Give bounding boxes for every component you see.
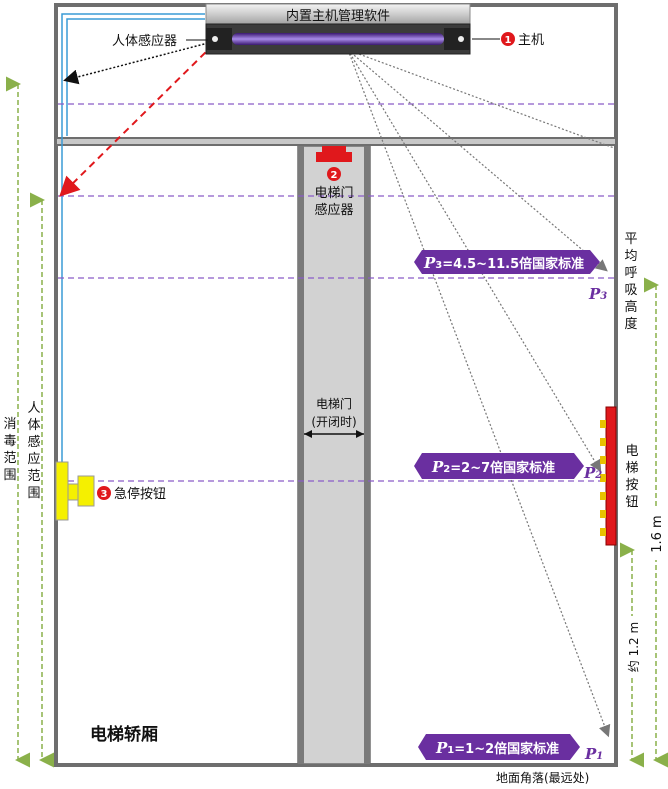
p3-marker-sub: 3	[600, 291, 607, 302]
p2-marker-sym: P	[583, 464, 596, 482]
host-endcap-left	[206, 28, 232, 50]
p3-badge-value: =4.5~11.5倍国家标准	[442, 256, 584, 272]
disinfect-range-label-bg	[2, 414, 17, 484]
host-num: 1	[505, 35, 512, 46]
door-sensor-label-2: 感应器	[314, 202, 353, 218]
door-sensor-num-badge	[327, 167, 341, 181]
elevator-buttons-char-2: 梯	[625, 461, 638, 476]
cable-line	[61, 13, 205, 462]
breathing-height-char-6: 度	[624, 316, 637, 332]
uv-lamp	[232, 33, 444, 45]
elevator-buttons-label: 电 梯 按 钮	[625, 444, 638, 510]
elevator-car-label: 电梯轿厢	[90, 724, 158, 745]
elevator-button-panel	[600, 406, 617, 546]
sensor-range-char-5: 范	[27, 469, 40, 484]
disinfect-range-char-1: 消	[3, 417, 16, 432]
cable-line-inner	[66, 18, 205, 136]
breathing-height-char-5: 高	[624, 299, 637, 315]
sensor-range-label-bg	[26, 398, 41, 502]
floor-corner-label: 地面角落(最远处)	[496, 771, 589, 785]
host-software-label: 内置主机管理软件	[286, 8, 390, 24]
door-sensor	[316, 146, 352, 162]
p2-badge-sub: 2	[443, 464, 450, 475]
estop-num-badge	[97, 486, 111, 500]
door-sensor-num: 2	[331, 170, 338, 181]
p3-marker: P3	[588, 285, 607, 303]
sensor-range-label: 人 体 感 应 范 围	[27, 401, 40, 501]
p3-marker-sym: P	[588, 285, 601, 303]
breathing-height-char-2: 均	[624, 249, 637, 264]
p2-badge: P2=2~7倍国家标准	[414, 453, 584, 479]
p1-marker: P1	[584, 745, 603, 763]
elevator-buttons-char-4: 钮	[625, 495, 638, 510]
p3-badge-text: P3=4.5~11.5倍国家标准	[423, 254, 584, 272]
p1-badge-sub: 1	[447, 745, 454, 756]
p2-badge-value: =2~7倍国家标准	[450, 460, 555, 476]
height-1-6m-label-bg	[649, 508, 663, 560]
elevator-buttons-char-1: 电	[625, 444, 638, 459]
disinfect-range-char-3: 范	[3, 451, 16, 466]
sensor-range-char-4: 应	[27, 451, 40, 467]
sensor-range-char-1: 人	[27, 401, 40, 416]
host-label: 主机	[518, 33, 544, 48]
ceiling-beam	[55, 137, 617, 146]
door-edge-left	[298, 146, 304, 764]
height-1-2m-label-bg	[626, 616, 640, 678]
body-sensor-label: 人体感应器	[112, 33, 177, 49]
height-1-6m-label: 1.6 m	[650, 515, 665, 552]
p1-badge: P1=1~2倍国家标准	[418, 734, 580, 760]
host-indicator-dot	[458, 36, 464, 42]
sensor-range-char-2: 体	[27, 418, 40, 433]
disinfect-range-char-2: 毒	[3, 434, 16, 449]
p2-marker: P2	[583, 464, 602, 482]
elevator-door	[297, 145, 371, 765]
host-device	[205, 3, 471, 55]
estop-label: 急停按钮	[114, 486, 166, 502]
emergency-stop-button	[55, 461, 95, 521]
breathing-height-char-4: 吸	[624, 283, 637, 298]
p2-badge-text: P2=2~7倍国家标准	[431, 458, 555, 476]
height-1-2m-label: 约 1.2 m	[626, 622, 641, 672]
disinfect-range-char-4: 围	[3, 468, 16, 483]
p2-badge-sym: P	[431, 458, 444, 476]
host-endcap-right	[444, 28, 470, 50]
host-num-badge	[501, 32, 515, 46]
p3-badge-sym: P	[423, 254, 436, 272]
p1-badge-value: =1~2倍国家标准	[454, 741, 559, 757]
disinfect-range-label: 消 毒 范 围	[3, 417, 16, 483]
breathing-height-char-3: 呼	[624, 266, 637, 281]
estop-num: 3	[101, 489, 108, 500]
breathing-height-char-1: 平	[624, 232, 637, 247]
body-sensor-dot	[212, 36, 218, 42]
door-sensor-label-1: 电梯门	[314, 186, 353, 201]
sensor-range-char-3: 感	[27, 434, 40, 450]
p1-marker-sym: P	[584, 745, 597, 763]
elevator-buttons-char-3: 按	[625, 478, 638, 493]
p1-badge-sym: P	[435, 739, 448, 757]
p3-badge-sub: 3	[435, 260, 442, 271]
p1-badge-text: P1=1~2倍国家标准	[435, 739, 559, 757]
breathing-height-label: 平 均 呼 吸 高 度	[624, 232, 637, 332]
sensor-ray-black	[63, 41, 213, 85]
door-edge-right	[364, 146, 370, 764]
p3-badge: P3=4.5~11.5倍国家标准	[414, 250, 600, 274]
p2-marker-sub: 2	[594, 470, 602, 481]
door-label-2: (开闭时)	[311, 415, 356, 429]
sensor-range-char-6: 围	[27, 486, 40, 501]
door-label-1: 电梯门	[316, 396, 352, 411]
p1-marker-sub: 1	[596, 751, 603, 762]
